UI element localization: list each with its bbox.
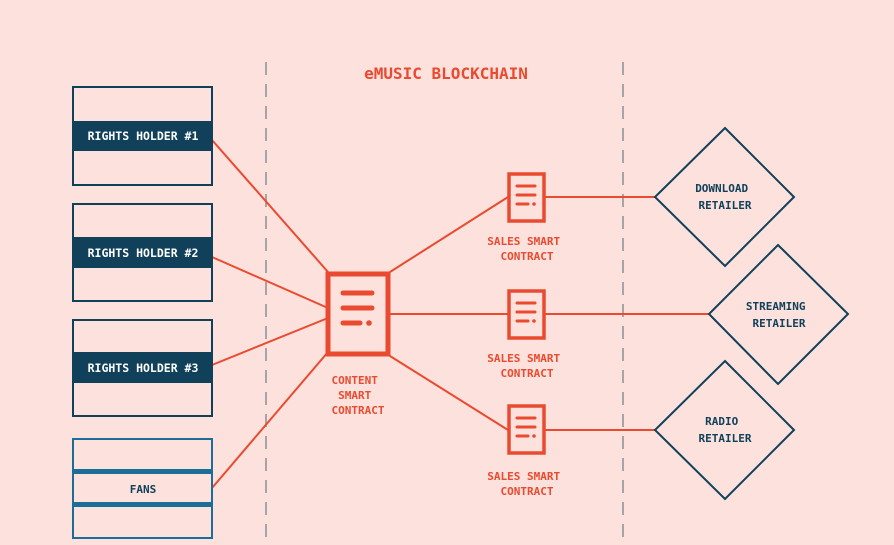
rights-holder-box-3: RIGHTS HOLDER #3 — [72, 319, 213, 417]
connector-content-sales3 — [389, 355, 509, 431]
sales-contract-label-3: SALES SMART CONTRACT — [487, 470, 566, 498]
content-contract-label-line: SMART — [338, 389, 371, 402]
retailer-label-line: RADIO — [705, 415, 738, 428]
rights-holder-label: RIGHTS HOLDER #3 — [88, 361, 199, 375]
retailer-label-line: RETAILER — [699, 432, 752, 445]
retailer-label: RADIO RETAILER — [699, 415, 752, 445]
retailer-label: STREAMING RETAILER — [746, 300, 812, 330]
content-contract-label: CONTENT SMART CONTRACT — [332, 374, 385, 417]
retailer-diamond-radio: RADIO RETAILER — [653, 359, 796, 501]
diagram-title: eMUSIC BLOCKCHAIN — [364, 64, 528, 83]
retailer-label: DOWNLOAD RETAILER — [695, 182, 755, 212]
sales-contract-icon-1 — [507, 172, 546, 223]
retailer-label-line: STREAMING — [746, 300, 806, 313]
content-contract-label-line: CONTRACT — [332, 404, 385, 417]
retailer-diamond-streaming: STREAMING RETAILER — [707, 243, 850, 386]
sales-contract-label-line: CONTRACT — [501, 250, 554, 263]
connector-fans-content — [211, 351, 329, 489]
rights-holder-label: RIGHTS HOLDER #2 — [88, 246, 199, 260]
sales-contract-label-line: SALES SMART — [487, 470, 560, 483]
rights-holder-box-2: RIGHTS HOLDER #2 — [72, 203, 213, 302]
retailer-diamond-download: DOWNLOAD RETAILER — [653, 126, 796, 268]
sales-contract-icon-2 — [507, 289, 546, 340]
retailer-label-line: RETAILER — [753, 317, 806, 330]
connectors — [211, 139, 709, 489]
connector-rh1-content — [211, 139, 329, 273]
rights-holder-label: RIGHTS HOLDER #1 — [88, 129, 199, 143]
connector-rh3-content — [211, 317, 329, 366]
sales-contract-icon-3 — [507, 404, 546, 455]
rights-holder-box-1: RIGHTS HOLDER #1 — [72, 86, 213, 186]
fans-label: FANS — [130, 483, 157, 496]
retailer-label-line: RETAILER — [699, 199, 752, 212]
content-contract-icon — [325, 271, 391, 357]
sales-contract-label-line: SALES SMART — [487, 235, 560, 248]
sales-contract-label-line: SALES SMART — [487, 352, 560, 365]
sales-contract-label-2: SALES SMART CONTRACT — [487, 352, 566, 380]
sales-contract-label-line: CONTRACT — [501, 367, 554, 380]
fans-box: FANS — [72, 438, 213, 539]
content-contract-label-line: CONTENT — [332, 374, 379, 387]
sales-contract-label-line: CONTRACT — [501, 485, 554, 498]
retailer-label-line: DOWNLOAD — [695, 182, 748, 195]
connector-content-sales1 — [389, 196, 509, 273]
sales-contract-label-1: SALES SMART CONTRACT — [487, 235, 566, 263]
connector-rh2-content — [211, 256, 329, 309]
